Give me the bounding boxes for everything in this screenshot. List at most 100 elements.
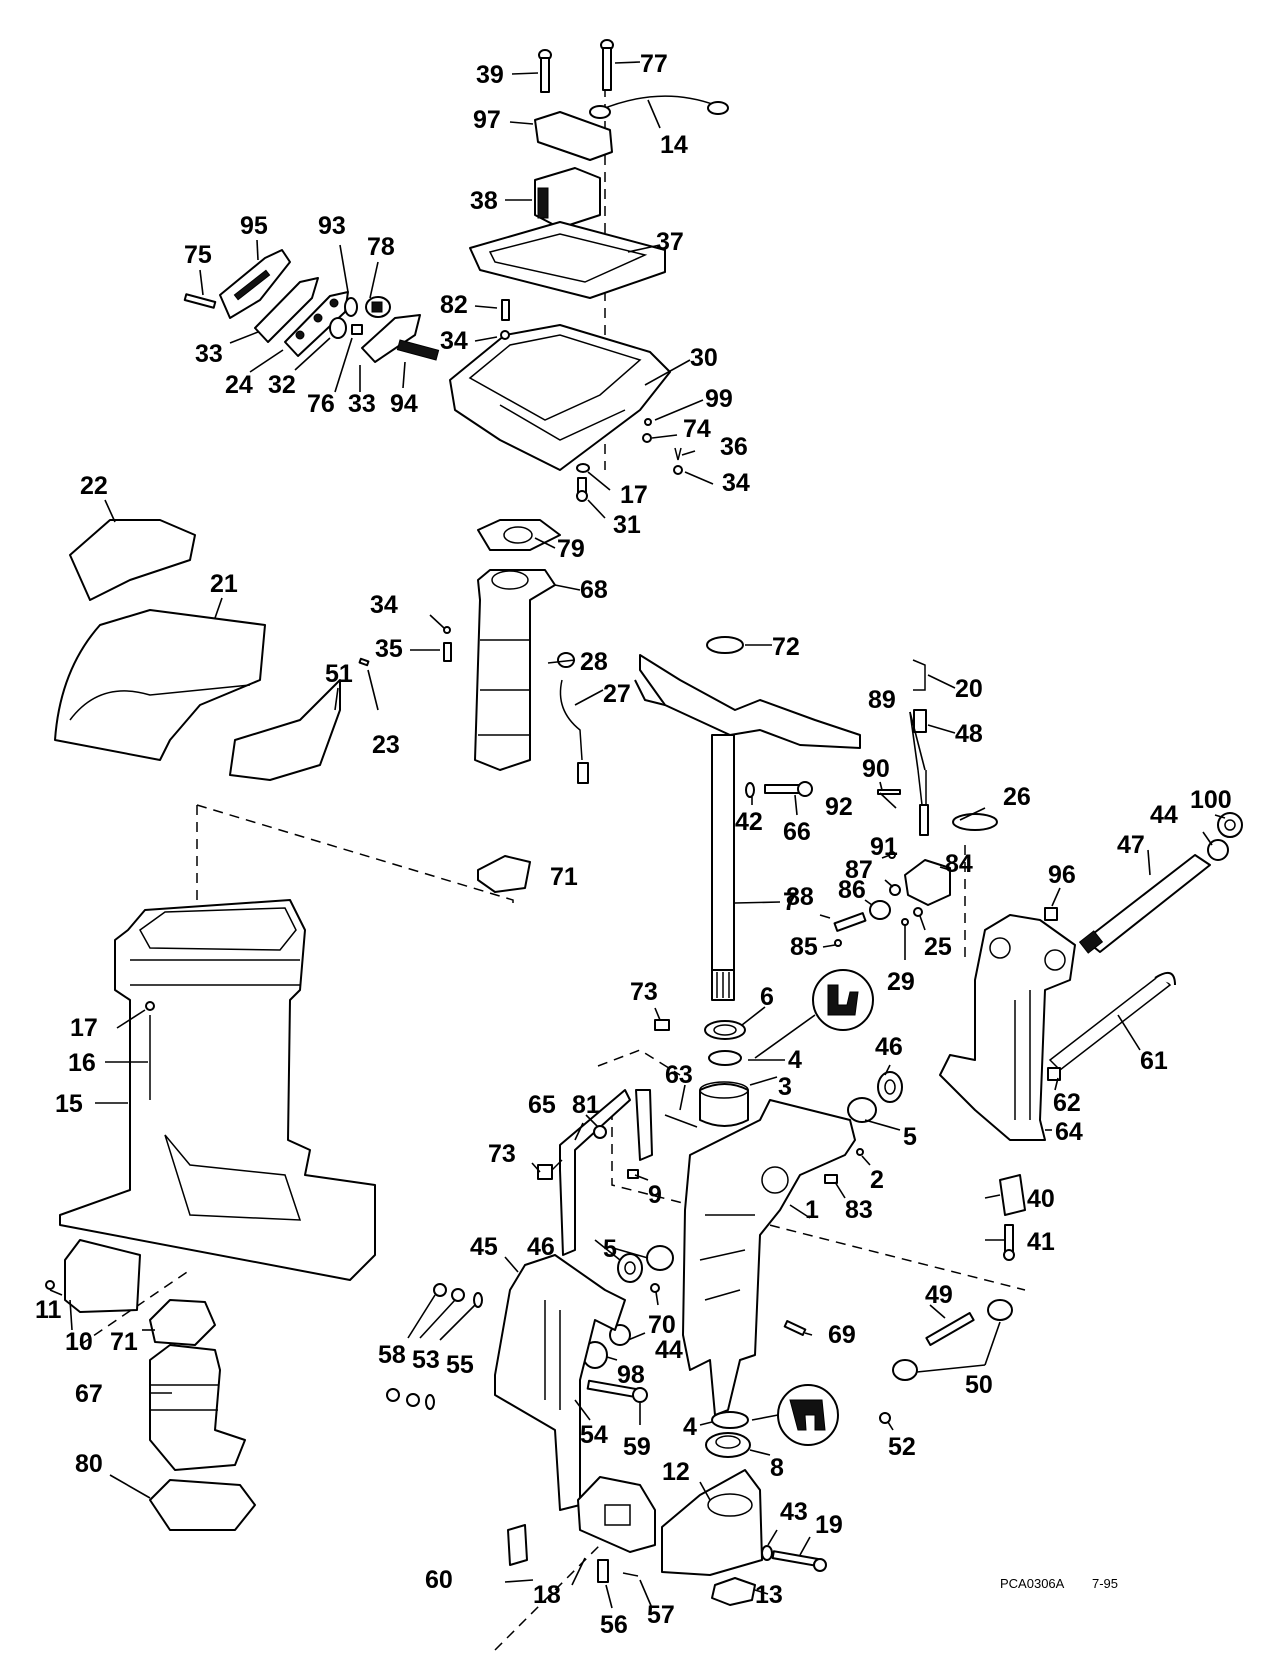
callout-5-left: 5 bbox=[603, 1235, 617, 1263]
callout-18: 18 bbox=[533, 1581, 561, 1609]
part-housing-30 bbox=[449, 324, 671, 471]
callout-96: 96 bbox=[1048, 861, 1076, 889]
callout-1: 1 bbox=[805, 1196, 819, 1224]
part-bolt-31 bbox=[576, 477, 588, 502]
part-terminal-90 bbox=[877, 789, 901, 795]
callout-78: 78 bbox=[367, 233, 395, 261]
callout-93: 93 bbox=[318, 212, 346, 240]
part-plate-97 bbox=[534, 111, 613, 161]
callout-50: 50 bbox=[965, 1371, 993, 1399]
callout-46-right: 46 bbox=[875, 1033, 903, 1061]
callout-21: 21 bbox=[210, 570, 238, 598]
part-bracket-64 bbox=[939, 914, 1076, 1141]
callout-52: 52 bbox=[888, 1433, 916, 1461]
callout-70: 70 bbox=[648, 1311, 676, 1339]
part-clamp-bracket-45 bbox=[494, 1254, 626, 1511]
part-nut-25 bbox=[913, 907, 923, 917]
callout-82: 82 bbox=[440, 291, 468, 319]
part-bolt-82 bbox=[501, 299, 510, 321]
part-bushing-50a bbox=[987, 1299, 1013, 1321]
part-screw-73b bbox=[537, 1159, 563, 1180]
callout-33-right: 33 bbox=[348, 390, 376, 418]
part-inset-bushing-a bbox=[754, 969, 874, 1059]
callout-31: 31 bbox=[613, 511, 641, 539]
part-bolt-66 bbox=[764, 781, 813, 797]
callout-12: 12 bbox=[662, 1458, 690, 1486]
callout-6: 6 bbox=[760, 983, 774, 1011]
part-connector-48 bbox=[913, 709, 927, 733]
part-link-88 bbox=[833, 912, 867, 932]
part-lever-65 bbox=[559, 1089, 631, 1256]
part-spring-63s bbox=[664, 1114, 698, 1128]
part-screw-83 bbox=[824, 1174, 838, 1184]
part-tie-26 bbox=[952, 813, 998, 831]
callout-28: 28 bbox=[580, 648, 608, 676]
callout-53: 53 bbox=[412, 1346, 440, 1374]
part-screw-70 bbox=[650, 1283, 660, 1293]
part-spring-86 bbox=[869, 900, 891, 920]
part-cap-72 bbox=[706, 636, 744, 654]
callout-71-bottom: 71 bbox=[110, 1328, 138, 1356]
part-leads-89 bbox=[917, 769, 929, 836]
part-module-38 bbox=[534, 167, 601, 229]
callout-51: 51 bbox=[325, 660, 353, 688]
callout-25: 25 bbox=[924, 933, 952, 961]
callout-76: 76 bbox=[307, 390, 335, 418]
part-bolt-75 bbox=[183, 293, 217, 309]
callout-67: 67 bbox=[75, 1380, 103, 1408]
part-part-76 bbox=[351, 324, 363, 335]
callout-89: 89 bbox=[868, 686, 896, 714]
callout-34-mid: 34 bbox=[370, 591, 398, 619]
callout-3: 3 bbox=[778, 1073, 792, 1101]
callout-42: 42 bbox=[735, 808, 763, 836]
part-tube-47 bbox=[1078, 854, 1211, 954]
callout-77: 77 bbox=[640, 50, 668, 78]
callout-15: 15 bbox=[55, 1090, 83, 1118]
part-gasket-79 bbox=[477, 519, 561, 551]
callout-46-left: 46 bbox=[527, 1233, 555, 1261]
callout-26: 26 bbox=[1003, 783, 1031, 811]
callout-74: 74 bbox=[683, 415, 711, 443]
figure-code-date: 7-95 bbox=[1092, 1576, 1118, 1591]
part-block-40 bbox=[999, 1174, 1026, 1216]
part-seal-80 bbox=[149, 1479, 256, 1531]
callout-85: 85 bbox=[790, 933, 818, 961]
callout-30: 30 bbox=[690, 344, 718, 372]
part-screw-96 bbox=[1044, 907, 1058, 921]
part-bolt-59 bbox=[586, 1379, 648, 1403]
part-pin-81 bbox=[593, 1125, 607, 1139]
part-bracket-63 bbox=[635, 1089, 653, 1161]
callout-99: 99 bbox=[705, 385, 733, 413]
callout-95: 95 bbox=[240, 212, 268, 240]
part-screw-69 bbox=[783, 1320, 807, 1336]
part-nut-53a bbox=[451, 1288, 465, 1302]
part-washer-34a bbox=[500, 330, 510, 340]
callout-32: 32 bbox=[268, 371, 296, 399]
callout-49: 49 bbox=[925, 1281, 953, 1309]
callout-43: 43 bbox=[780, 1498, 808, 1526]
callout-71-top: 71 bbox=[550, 863, 578, 891]
part-seal-71a bbox=[477, 855, 531, 893]
part-washer-43 bbox=[761, 1545, 773, 1561]
callout-11: 11 bbox=[35, 1296, 62, 1324]
callout-9: 9 bbox=[648, 1181, 662, 1209]
part-screw-11 bbox=[45, 1280, 55, 1290]
callout-61: 61 bbox=[1140, 1047, 1168, 1075]
part-ring-52 bbox=[879, 1412, 891, 1424]
callout-88-label: 88 bbox=[786, 883, 814, 911]
callout-59: 59 bbox=[623, 1433, 651, 1461]
callout-8: 8 bbox=[770, 1454, 784, 1482]
part-bushing-50b bbox=[892, 1359, 918, 1381]
callout-92: 92 bbox=[825, 793, 853, 821]
part-oring-93 bbox=[344, 297, 358, 317]
part-washer-42 bbox=[745, 782, 755, 798]
part-bushing-5b bbox=[646, 1245, 674, 1271]
part-exhaust-housing-15 bbox=[59, 899, 376, 1281]
callout-48: 48 bbox=[955, 720, 983, 748]
callout-35: 35 bbox=[375, 635, 403, 663]
part-screw-35 bbox=[443, 642, 452, 662]
part-plate-10 bbox=[64, 1239, 141, 1313]
part-pin-58b bbox=[386, 1388, 400, 1402]
part-cover-51 bbox=[229, 679, 341, 781]
